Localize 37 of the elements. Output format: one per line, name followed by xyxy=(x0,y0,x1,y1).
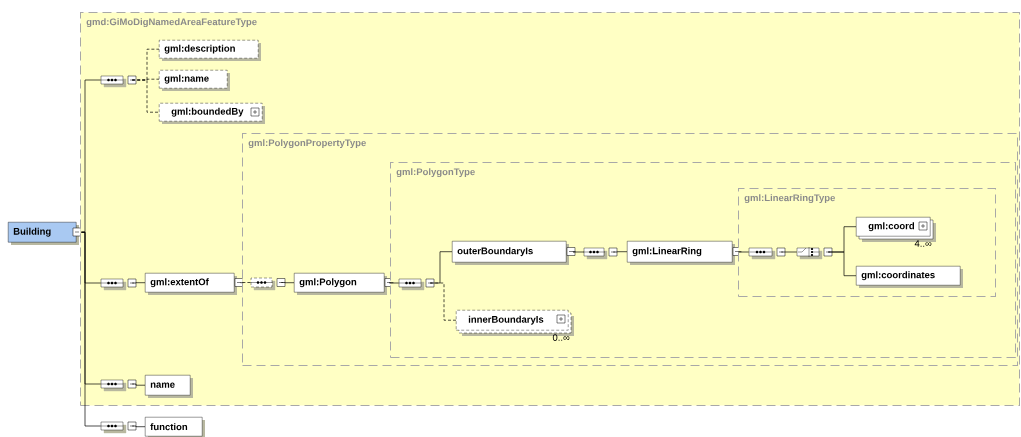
sequence-symbol xyxy=(100,278,137,291)
element-box: gml:name xyxy=(159,70,230,91)
occurrence-label: 4..∞ xyxy=(914,240,932,247)
element-box: outerBoundaryIs xyxy=(452,241,576,265)
connector-line xyxy=(827,251,857,277)
sequence-symbol xyxy=(398,278,435,291)
connector-line xyxy=(780,251,798,253)
sequence-symbol xyxy=(748,247,786,260)
connector-line xyxy=(280,282,295,284)
connector-line xyxy=(131,282,146,284)
connector-line xyxy=(131,383,146,386)
connector-line xyxy=(738,251,750,253)
element-box: function xyxy=(145,417,205,437)
sequence-symbol xyxy=(100,379,137,392)
connector-line xyxy=(131,79,160,113)
occurrence-label: 0..∞ xyxy=(552,334,570,341)
element-box: gml:extentOf xyxy=(145,273,244,295)
connector-line xyxy=(240,282,252,284)
connector-line xyxy=(612,251,628,253)
sequence-symbol xyxy=(100,75,137,88)
connector-line xyxy=(429,282,457,321)
connector-line xyxy=(81,231,102,427)
choice-symbol xyxy=(796,246,833,260)
element-box: gml:LinearRing xyxy=(627,241,742,265)
element-box: Building xyxy=(8,222,82,245)
connector-line xyxy=(389,282,400,284)
connector-line xyxy=(131,425,146,428)
connector-line xyxy=(81,79,102,233)
connector-line xyxy=(572,251,585,253)
sequence-symbol xyxy=(250,277,286,291)
element-box: gml:coordinates xyxy=(856,266,963,288)
element-box: gml:Polygon xyxy=(294,273,394,295)
element-box: gml:description xyxy=(159,40,261,61)
element-box: name xyxy=(145,375,193,398)
sequence-symbol xyxy=(582,247,618,260)
sequence-symbol xyxy=(100,421,137,434)
element-box: gml:boundedBy xyxy=(159,103,265,124)
